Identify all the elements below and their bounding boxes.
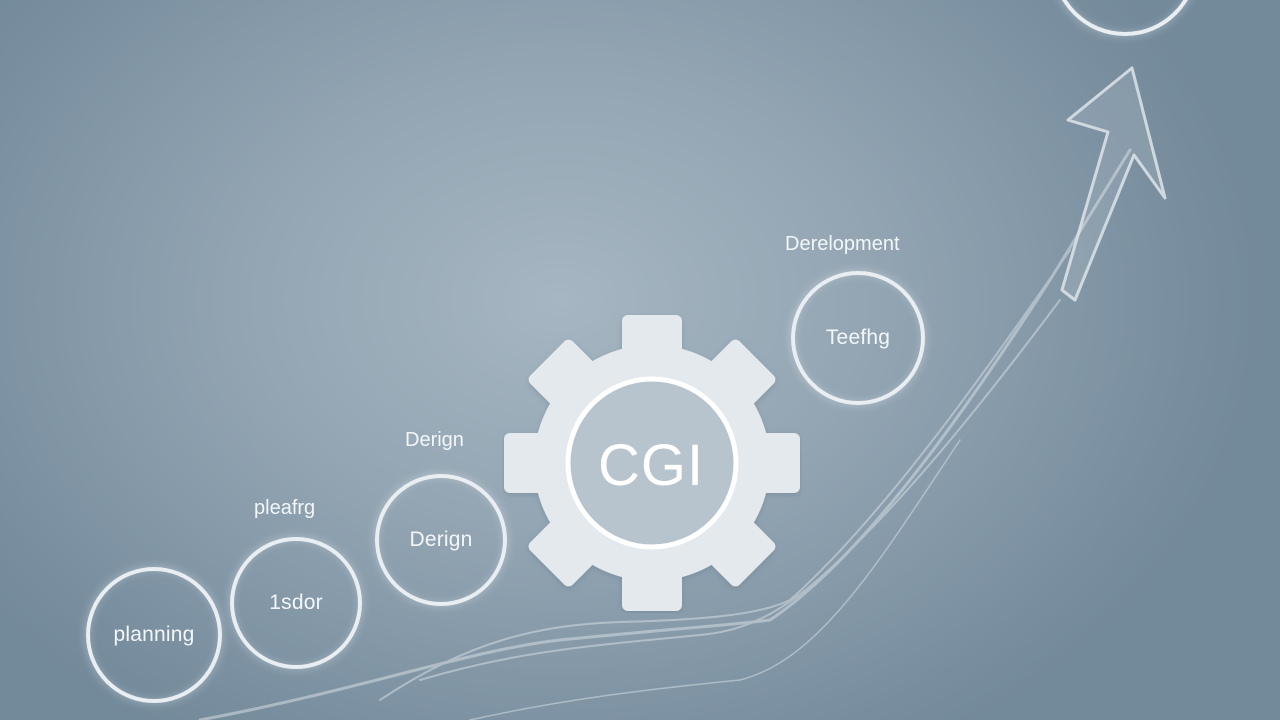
stage-testing-circle: Teefhg bbox=[791, 271, 925, 405]
stage-task-circle: 1sdor bbox=[230, 537, 362, 669]
stage-design-circle: Derign bbox=[375, 474, 507, 606]
design-top-label: Derign bbox=[405, 429, 464, 451]
development-label: Derelopment bbox=[785, 233, 900, 255]
task-top-label: pleafrg bbox=[254, 497, 316, 519]
stage-task-label: 1sdor bbox=[269, 591, 323, 614]
stage-testing-label: Teefhg bbox=[825, 326, 891, 349]
gear-icon bbox=[504, 315, 800, 611]
gear-label: CGI bbox=[597, 433, 705, 498]
stage-design-label: Derign bbox=[409, 528, 473, 551]
stage-planning-label: planning bbox=[113, 623, 195, 646]
stage-planning-circle: planning bbox=[86, 567, 222, 703]
